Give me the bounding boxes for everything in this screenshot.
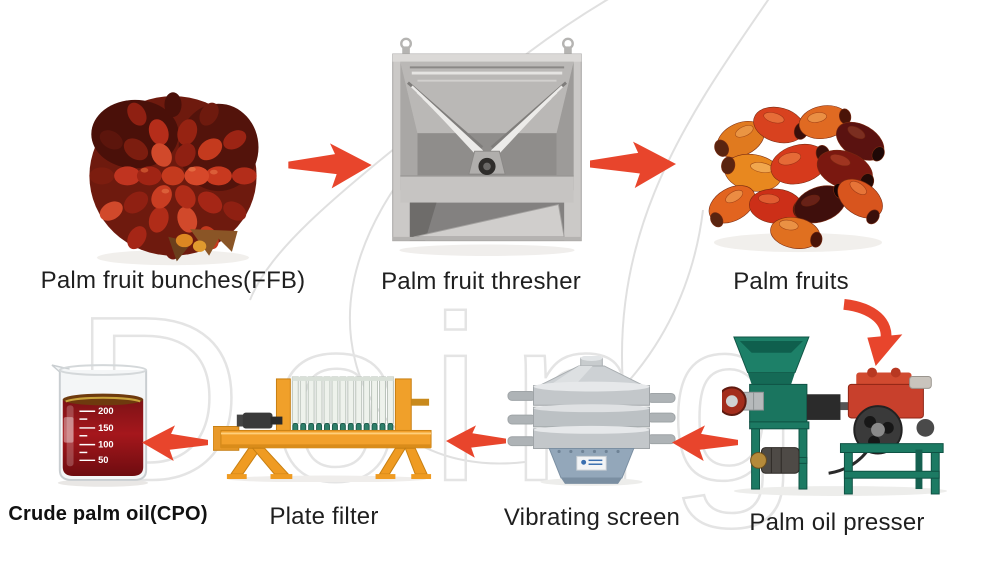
vibrating-screen-image	[506, 356, 678, 486]
arrow-presser-to-screen-icon	[672, 420, 738, 465]
stage-label-palm-fruits: Palm fruits	[733, 268, 849, 295]
stage-label-plate-filter: Plate filter	[269, 503, 379, 530]
stage-label-thresher: Palm fruit thresher	[381, 268, 581, 295]
palm-fruits-image	[688, 82, 908, 254]
stage-label-cpo: Crude palm oil(CPO)	[8, 503, 208, 525]
arrow-screen-to-filter-icon	[446, 420, 506, 462]
palm-fruit-bunches-image	[78, 78, 268, 270]
arrow-filter-to-cpo-icon	[142, 419, 208, 466]
watermark-text: Doing	[73, 267, 827, 530]
arrow-fruits-to-presser-icon	[832, 296, 906, 366]
palm-oil-presser-image	[722, 333, 954, 496]
beaker-grad-50: 50	[98, 455, 108, 465]
stage-label-presser: Palm oil presser	[749, 509, 925, 536]
plate-filter-image	[213, 371, 441, 482]
arrow-thresher-to-fruits-icon	[590, 138, 676, 190]
crude-palm-oil-beaker-image: 200 150 100 50	[50, 360, 154, 488]
stage-label-vibrating-screen: Vibrating screen	[503, 504, 681, 531]
stage-label-ffb: Palm fruit bunches(FFB)	[40, 267, 306, 294]
palm-fruit-thresher-image	[387, 32, 587, 258]
arrow-ffb-to-thresher-icon	[286, 140, 374, 190]
beaker-grad-100: 100	[98, 440, 114, 450]
beaker-grad-200: 200	[98, 406, 114, 416]
beaker-grad-150: 150	[98, 423, 114, 433]
